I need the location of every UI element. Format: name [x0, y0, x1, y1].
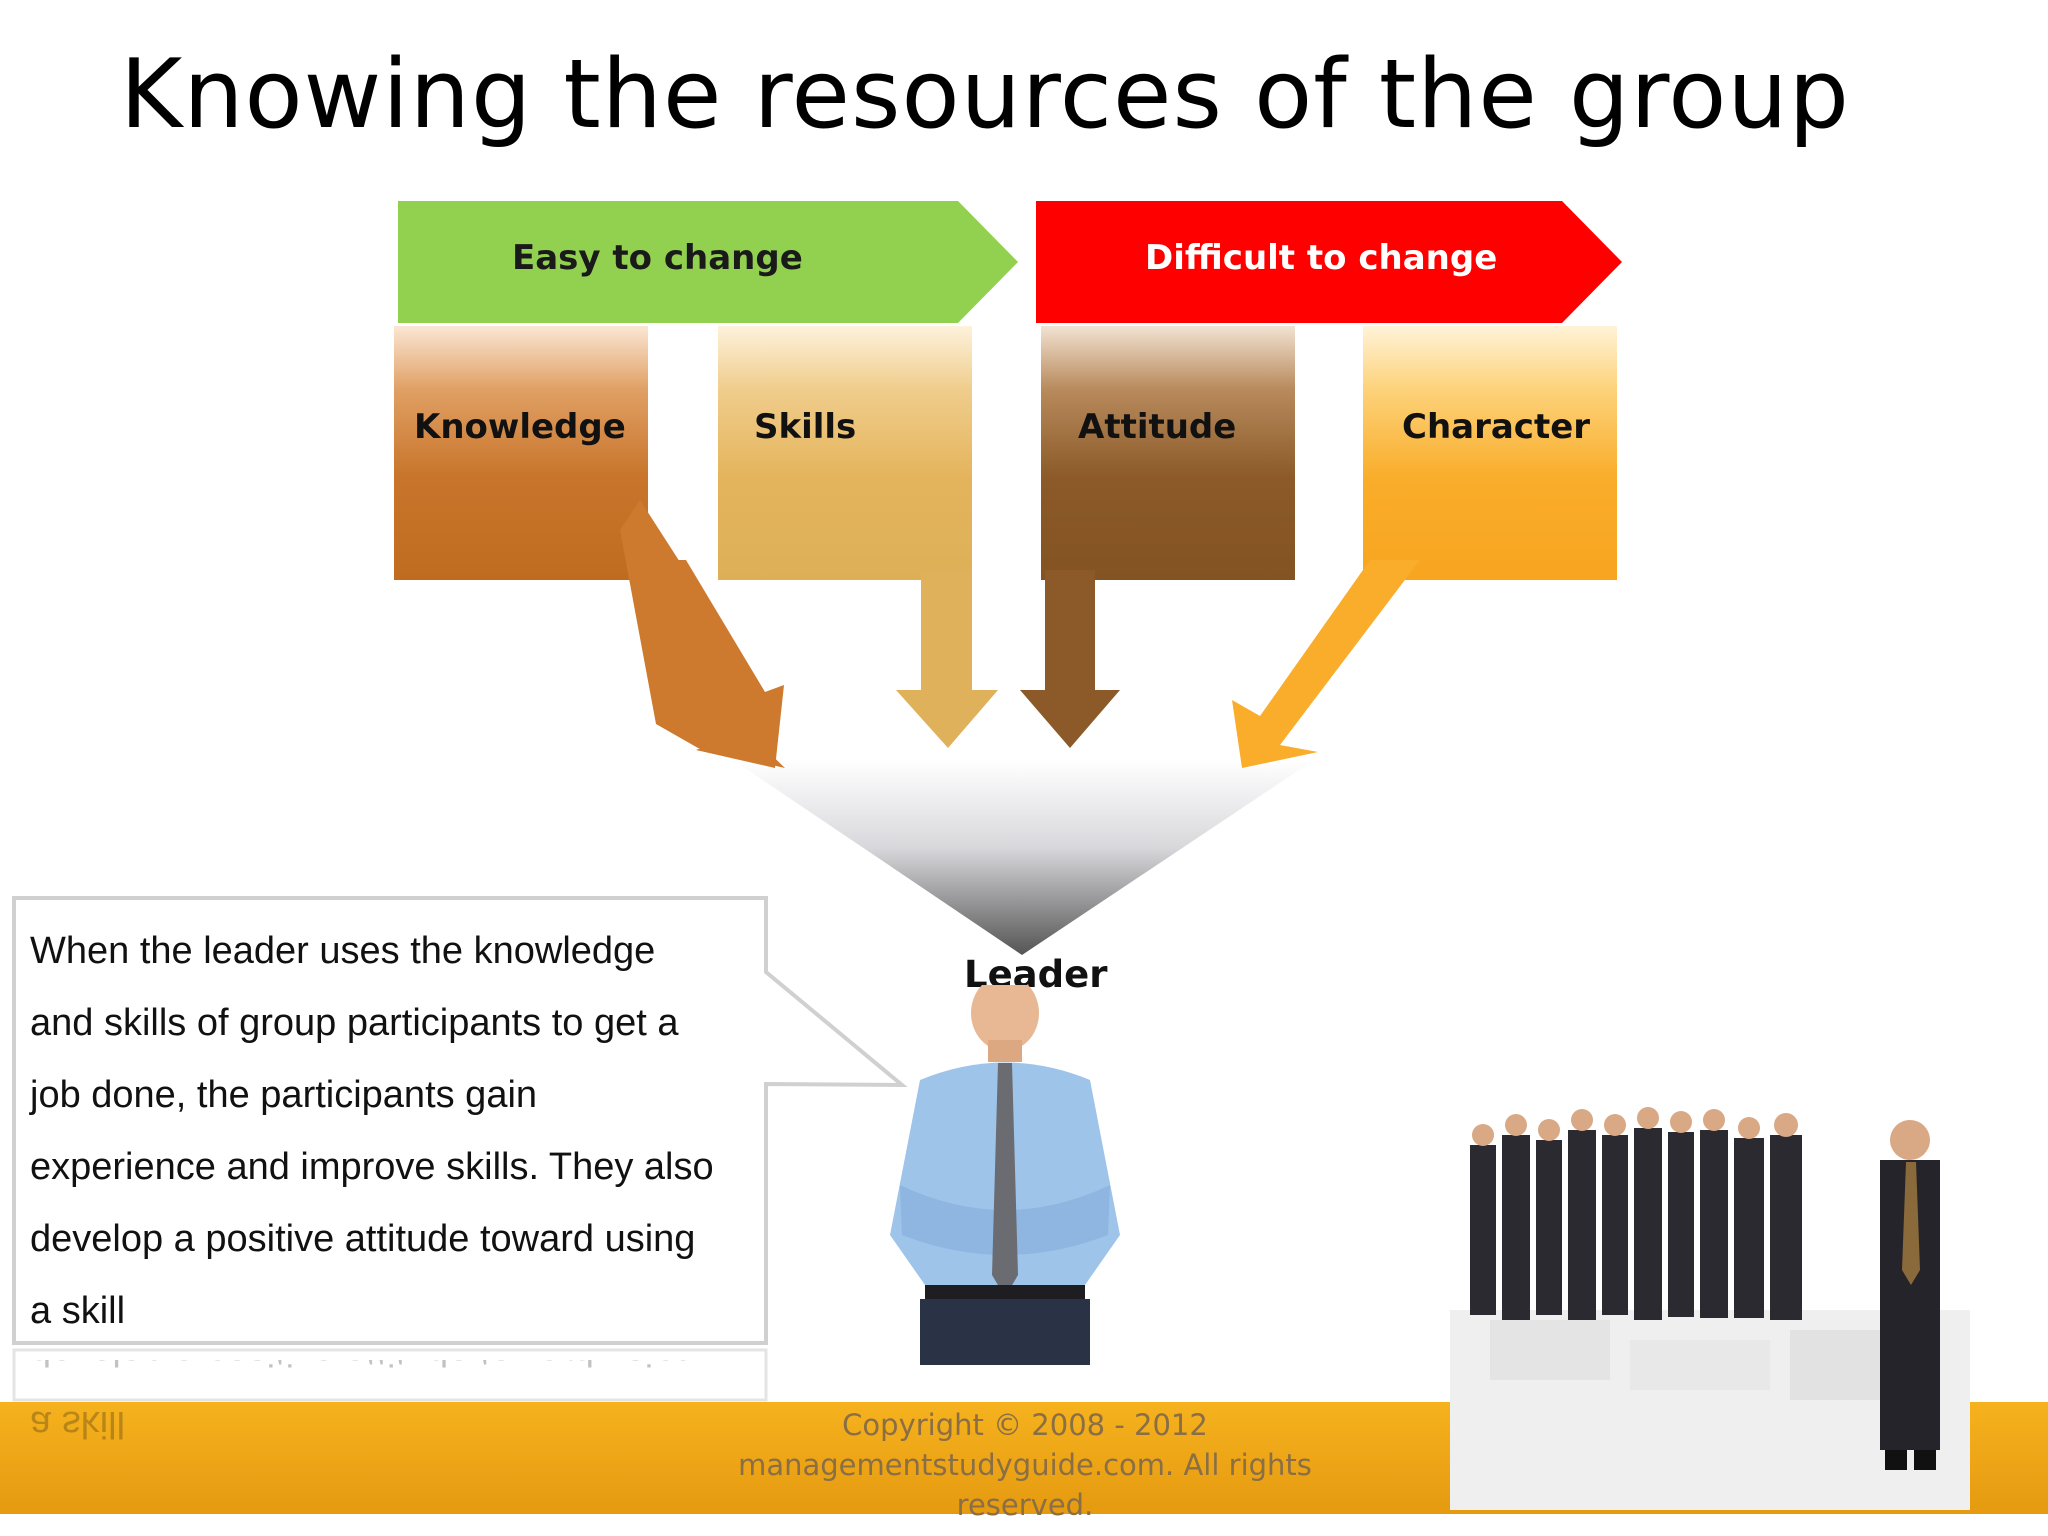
copyright-text: Copyright © 2008 - 2012 managementstudyg… — [738, 1408, 1312, 1522]
callout-box — [12, 896, 908, 1402]
skills-arrow — [718, 326, 998, 748]
callout-line: a skill — [30, 1290, 126, 1332]
attitude-arrow — [1020, 326, 1295, 748]
character-label: Character — [1402, 407, 1591, 447]
character-arrow — [1232, 326, 1617, 768]
knowledge-arrow-shaft — [632, 560, 784, 768]
difficult-banner-label: Difficult to change — [1145, 238, 1498, 278]
knowledge-label: Knowledge — [414, 407, 626, 447]
reflection-line: a skill — [30, 1403, 126, 1445]
slide-title: Knowing the resources of the group — [120, 40, 1850, 150]
attitude-label: Attitude — [1078, 407, 1237, 447]
callout-line: develop a positive attitude toward using — [30, 1218, 696, 1260]
callout-reflection: a skill develop a positive attitude towa… — [30, 1360, 770, 1460]
leader-funnel — [733, 760, 1314, 955]
easy-banner-label: Easy to change — [512, 238, 803, 278]
difficult-banner — [1036, 201, 1622, 323]
callout-line: When the leader uses the knowledge — [30, 930, 656, 972]
callout-line: job done, the participants gain — [30, 1074, 538, 1116]
callout-text: When the leader uses the knowledge and s… — [30, 915, 770, 1347]
leader-photo — [890, 985, 1120, 1365]
easy-banner — [398, 201, 1018, 323]
reflection-line: develop a positive attitude toward using — [30, 1360, 770, 1388]
callout-line: and skills of group participants to get … — [30, 1002, 679, 1044]
skills-label: Skills — [754, 407, 857, 447]
team-photo — [1450, 1107, 1970, 1510]
callout-line: experience and improve skills. They also — [30, 1146, 714, 1188]
